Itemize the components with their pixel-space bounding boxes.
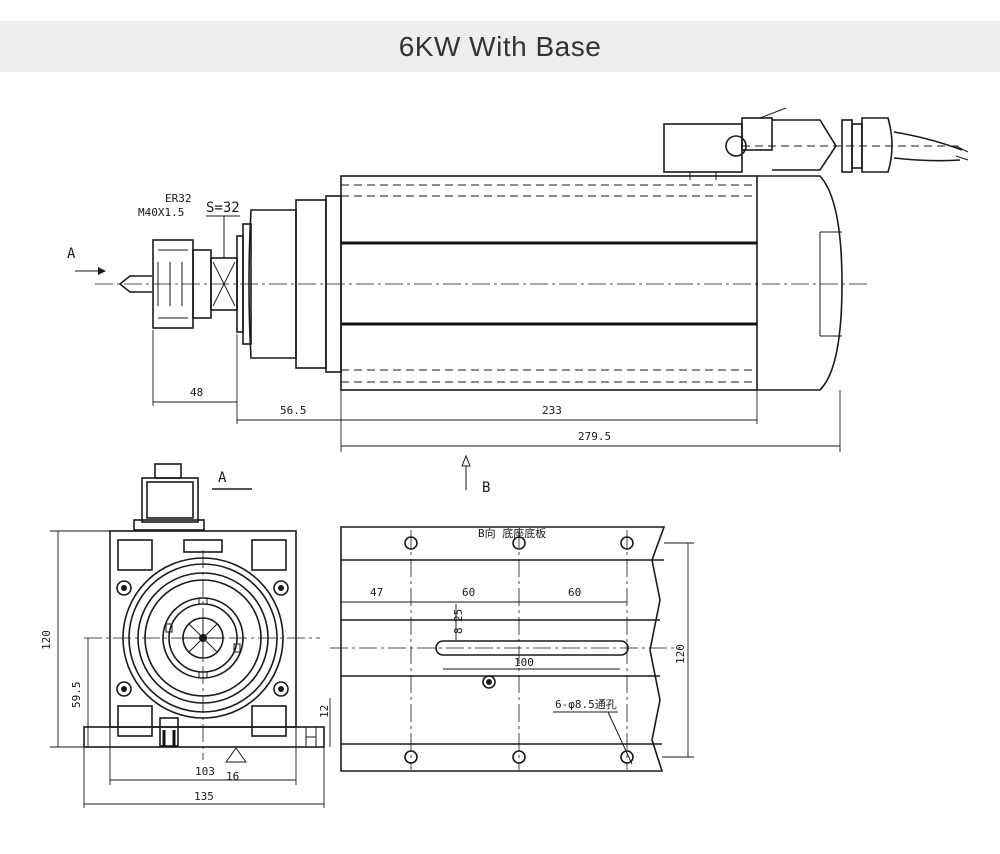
view-b-arrow: B: [461, 454, 490, 496]
dim-279-5: 279.5: [578, 430, 611, 443]
spanner-label: S=32: [206, 200, 240, 216]
dim-59-5: 59.5: [70, 682, 83, 709]
dim-48: 48: [190, 386, 203, 399]
dim-47: 47: [370, 586, 383, 599]
bottom-view: B向 底座底板 47 60 60 8 25 100 6-φ8: [330, 526, 694, 772]
top-connector: [663, 123, 743, 173]
dim-60-b: 60: [568, 586, 581, 599]
dim-120-front: 120: [40, 630, 53, 650]
dim-12: 12: [318, 705, 331, 718]
dim-slot-25: 25: [452, 609, 465, 622]
cable-gland: [861, 117, 893, 173]
front-view: A: [40, 463, 331, 808]
dim-60-a: 60: [462, 586, 475, 599]
view-a-arrow-label: A: [67, 246, 76, 262]
front-connector: [141, 477, 199, 523]
dim-120-base: 120: [674, 644, 687, 664]
side-view: A ER32 M40X1.5 S=32 48 56.5 233 279.5: [67, 107, 969, 452]
rear-cap: [757, 175, 843, 391]
page-title: 6KW With Base: [398, 30, 602, 62]
dim-16: 16: [226, 770, 239, 783]
dim-103: 103: [195, 765, 215, 778]
bottom-view-title: B向 底座底板: [478, 526, 546, 540]
view-b-arrow-label: B: [482, 480, 490, 496]
dim-56-5: 56.5: [280, 404, 307, 417]
dim-100: 100: [514, 656, 534, 669]
front-flange: [248, 209, 297, 359]
view-a-section-label: A: [218, 470, 227, 486]
holes-note: 6-φ8.5通孔: [555, 698, 617, 711]
dim-233: 233: [542, 404, 562, 417]
base-plate: [340, 526, 666, 772]
motor-body: [340, 175, 758, 391]
title-bar: 6KW With Base: [0, 21, 1000, 72]
dim-slot-8: 8: [452, 627, 465, 634]
thread-label: M40X1.5: [138, 206, 184, 219]
front-base: [83, 726, 325, 748]
dim-135: 135: [194, 790, 214, 803]
collet-label: ER32: [165, 192, 192, 205]
cable: [893, 131, 963, 162]
tool-tip: [118, 275, 152, 293]
